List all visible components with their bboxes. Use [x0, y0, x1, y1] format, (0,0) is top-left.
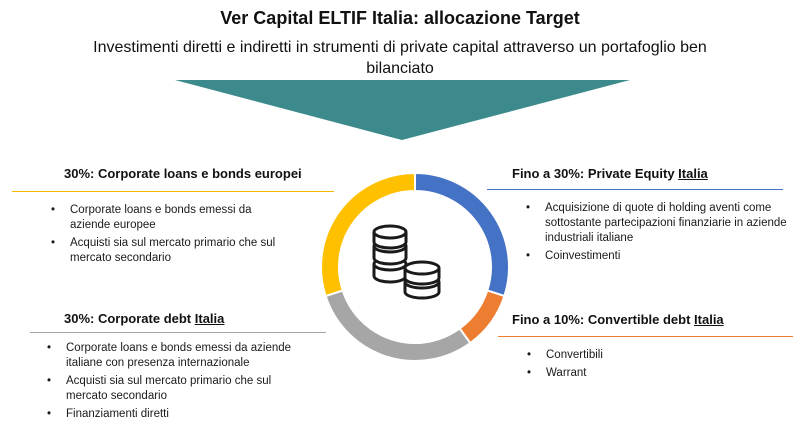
- list-item: Convertibili: [524, 348, 724, 363]
- rule-convertible-debt: [498, 336, 793, 337]
- coins-stack-icon: [372, 224, 441, 300]
- rule-corporate-loans: [12, 191, 334, 192]
- list-item: Coinvestimenti: [523, 249, 795, 264]
- bullets-convertible-debt: Convertibili Warrant: [524, 348, 724, 384]
- section-title-text: 30%: Corporate debt: [64, 311, 195, 326]
- section-title-corporate-loans: 30%: Corporate loans e bonds europei: [64, 166, 302, 181]
- down-arrow-banner: [175, 80, 630, 140]
- donut-slice-corporate-loans-e-bonds-europei: [320, 171, 416, 298]
- section-title-underlined: Italia: [678, 166, 708, 181]
- list-item: Acquisti sia sul mercato primario che su…: [48, 236, 288, 266]
- list-item: Corporate loans e bonds emessi da aziend…: [44, 341, 312, 371]
- page-title: Ver Capital ELTIF Italia: allocazione Ta…: [220, 8, 580, 28]
- list-item: Acquisti sia sul mercato primario che su…: [44, 374, 312, 404]
- section-title-convertible-debt: Fino a 10%: Convertible debt Italia: [512, 312, 724, 327]
- section-title-private-equity: Fino a 30%: Private Equity Italia: [512, 166, 708, 181]
- donut-slices: [320, 171, 510, 362]
- section-title-text: 30%: Corporate loans e bonds europei: [64, 166, 302, 181]
- list-item: Finanziamenti diretti: [44, 407, 312, 422]
- list-item: Warrant: [524, 366, 724, 381]
- donut-slice-corporate-debt-italia: [324, 289, 472, 362]
- page-subtitle: Investimenti diretti e indiretti in stru…: [93, 39, 707, 77]
- rule-private-equity: [487, 189, 783, 190]
- section-title-text: Fino a 30%: Private Equity: [512, 166, 679, 181]
- bullets-corporate-loans: Corporate loans e bonds emessi da aziend…: [48, 203, 288, 269]
- bullets-corporate-debt: Corporate loans e bonds emessi da aziend…: [44, 341, 312, 425]
- donut-slice-convertible-debt-italia: [458, 289, 506, 345]
- list-item: Acquisizione di quote di holding aventi …: [523, 201, 795, 246]
- bullets-private-equity: Acquisizione di quote di holding aventi …: [523, 201, 795, 267]
- allocation-donut-chart: [320, 171, 510, 362]
- rule-corporate-debt: [30, 332, 326, 333]
- section-title-text: Fino a 10%: Convertible debt: [512, 312, 695, 327]
- section-title-underlined: Italia: [194, 311, 225, 326]
- list-item: Corporate loans e bonds emessi da aziend…: [48, 203, 288, 233]
- section-title-underlined: Italia: [694, 312, 724, 327]
- section-title-corporate-debt: 30%: Corporate debt Italia: [64, 311, 224, 326]
- arrow-shape: [175, 80, 630, 140]
